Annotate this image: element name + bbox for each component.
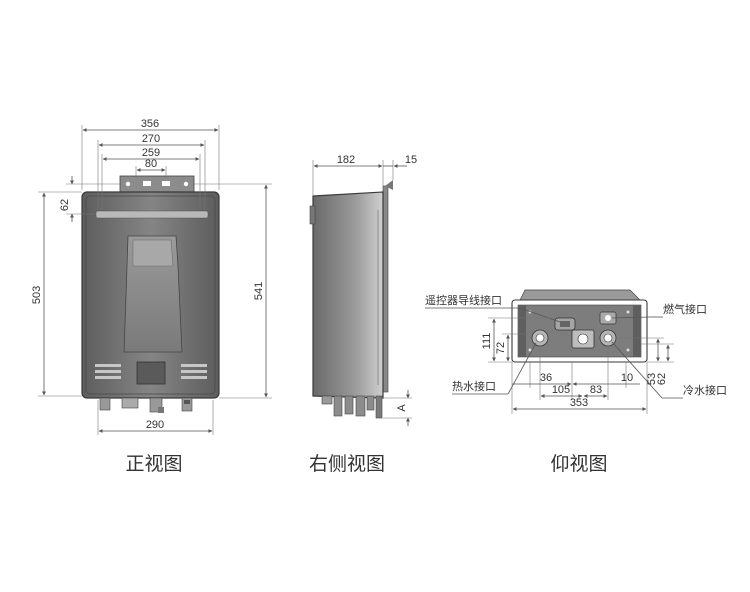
dim-62: 62 bbox=[59, 199, 71, 211]
front-top-grille bbox=[95, 210, 209, 219]
dim-83: 83 bbox=[590, 384, 602, 396]
dim-80: 80 bbox=[145, 158, 157, 170]
front-bracket-hole bbox=[183, 181, 189, 187]
dim-503: 503 bbox=[31, 286, 43, 304]
callout-cold-water: 冷水接口 bbox=[683, 384, 727, 397]
side-bottom-pipes bbox=[321, 395, 383, 419]
front-mount-bracket bbox=[119, 175, 195, 194]
callout-gas: 燃气接口 bbox=[663, 302, 707, 316]
bottom-rear-bracket bbox=[519, 289, 641, 301]
front-bracket-slot bbox=[143, 181, 151, 186]
front-bottom-pipes bbox=[99, 397, 193, 413]
dim-353: 353 bbox=[570, 397, 588, 409]
bottom-view-title: 仰视图 bbox=[550, 453, 607, 475]
dim-290: 290 bbox=[146, 419, 164, 431]
side-view: 182 15 A 右侧视图 bbox=[309, 154, 417, 475]
dim-182: 182 bbox=[337, 154, 355, 166]
bottom-view: 遥控器导线接口 燃气接口 热水接口 冷水接口 111 72 53 62 bbox=[425, 289, 727, 475]
dim-62-bottom: 62 bbox=[656, 373, 668, 385]
dim-259: 259 bbox=[142, 147, 160, 159]
side-view-title: 右侧视图 bbox=[309, 453, 385, 475]
dim-541: 541 bbox=[253, 282, 265, 300]
dim-356: 356 bbox=[141, 118, 159, 130]
callout-remote-wire: 遥控器导线接口 bbox=[425, 293, 502, 307]
front-display-window bbox=[136, 361, 166, 385]
dim-a: A bbox=[396, 404, 408, 412]
side-body bbox=[312, 191, 384, 399]
front-vent-right bbox=[181, 364, 207, 379]
dim-15: 15 bbox=[405, 154, 417, 166]
front-bracket-slot bbox=[162, 181, 170, 186]
front-bracket-hole bbox=[125, 181, 131, 187]
dim-270: 270 bbox=[142, 133, 160, 145]
dim-53: 53 bbox=[646, 373, 658, 385]
dim-36: 36 bbox=[540, 372, 552, 384]
side-front-edge bbox=[309, 205, 316, 225]
dim-105: 105 bbox=[552, 384, 570, 396]
bottom-connectors bbox=[528, 310, 630, 352]
side-mount-plate bbox=[382, 185, 389, 393]
dim-72: 72 bbox=[495, 342, 507, 354]
front-view: 356 270 259 80 62 503 541 bbox=[31, 118, 272, 475]
callout-hot-water: 热水接口 bbox=[452, 380, 496, 393]
front-view-title: 正视图 bbox=[125, 453, 182, 475]
dim-10: 10 bbox=[621, 372, 633, 384]
dim-111: 111 bbox=[481, 333, 493, 350]
front-vent-left bbox=[95, 364, 121, 379]
